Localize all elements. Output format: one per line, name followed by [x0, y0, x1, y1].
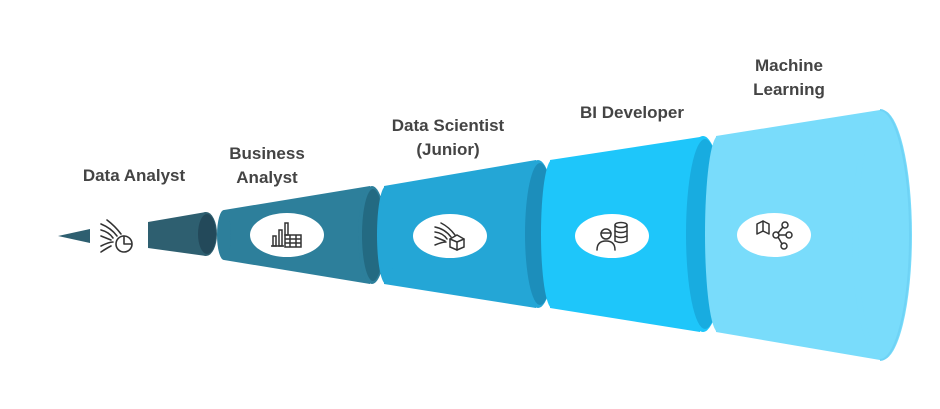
stage-label-bi-developer: BI Developer	[580, 103, 684, 122]
data-pie-chart-icon	[97, 216, 137, 256]
stage-segment-data-analyst	[58, 212, 217, 256]
model-network-icon	[756, 220, 793, 250]
stage-label-machine-learning: Machine Learning	[753, 56, 825, 99]
stage-label-data-scientist: Data Scientist (Junior)	[391, 116, 505, 159]
data-scientist-icon-badge	[413, 214, 487, 258]
business-analyst-icon-badge	[250, 213, 324, 257]
bar-chart-table-icon	[271, 222, 302, 248]
machine-learning-icon-badge	[737, 213, 811, 257]
developer-database-icon	[596, 221, 628, 251]
stage-label-data-analyst: Data Analyst	[82, 166, 186, 185]
stage-label-business-analyst: Business Analyst	[229, 144, 305, 187]
bi-developer-icon-badge	[575, 214, 649, 258]
data-cube-icon	[434, 222, 465, 251]
